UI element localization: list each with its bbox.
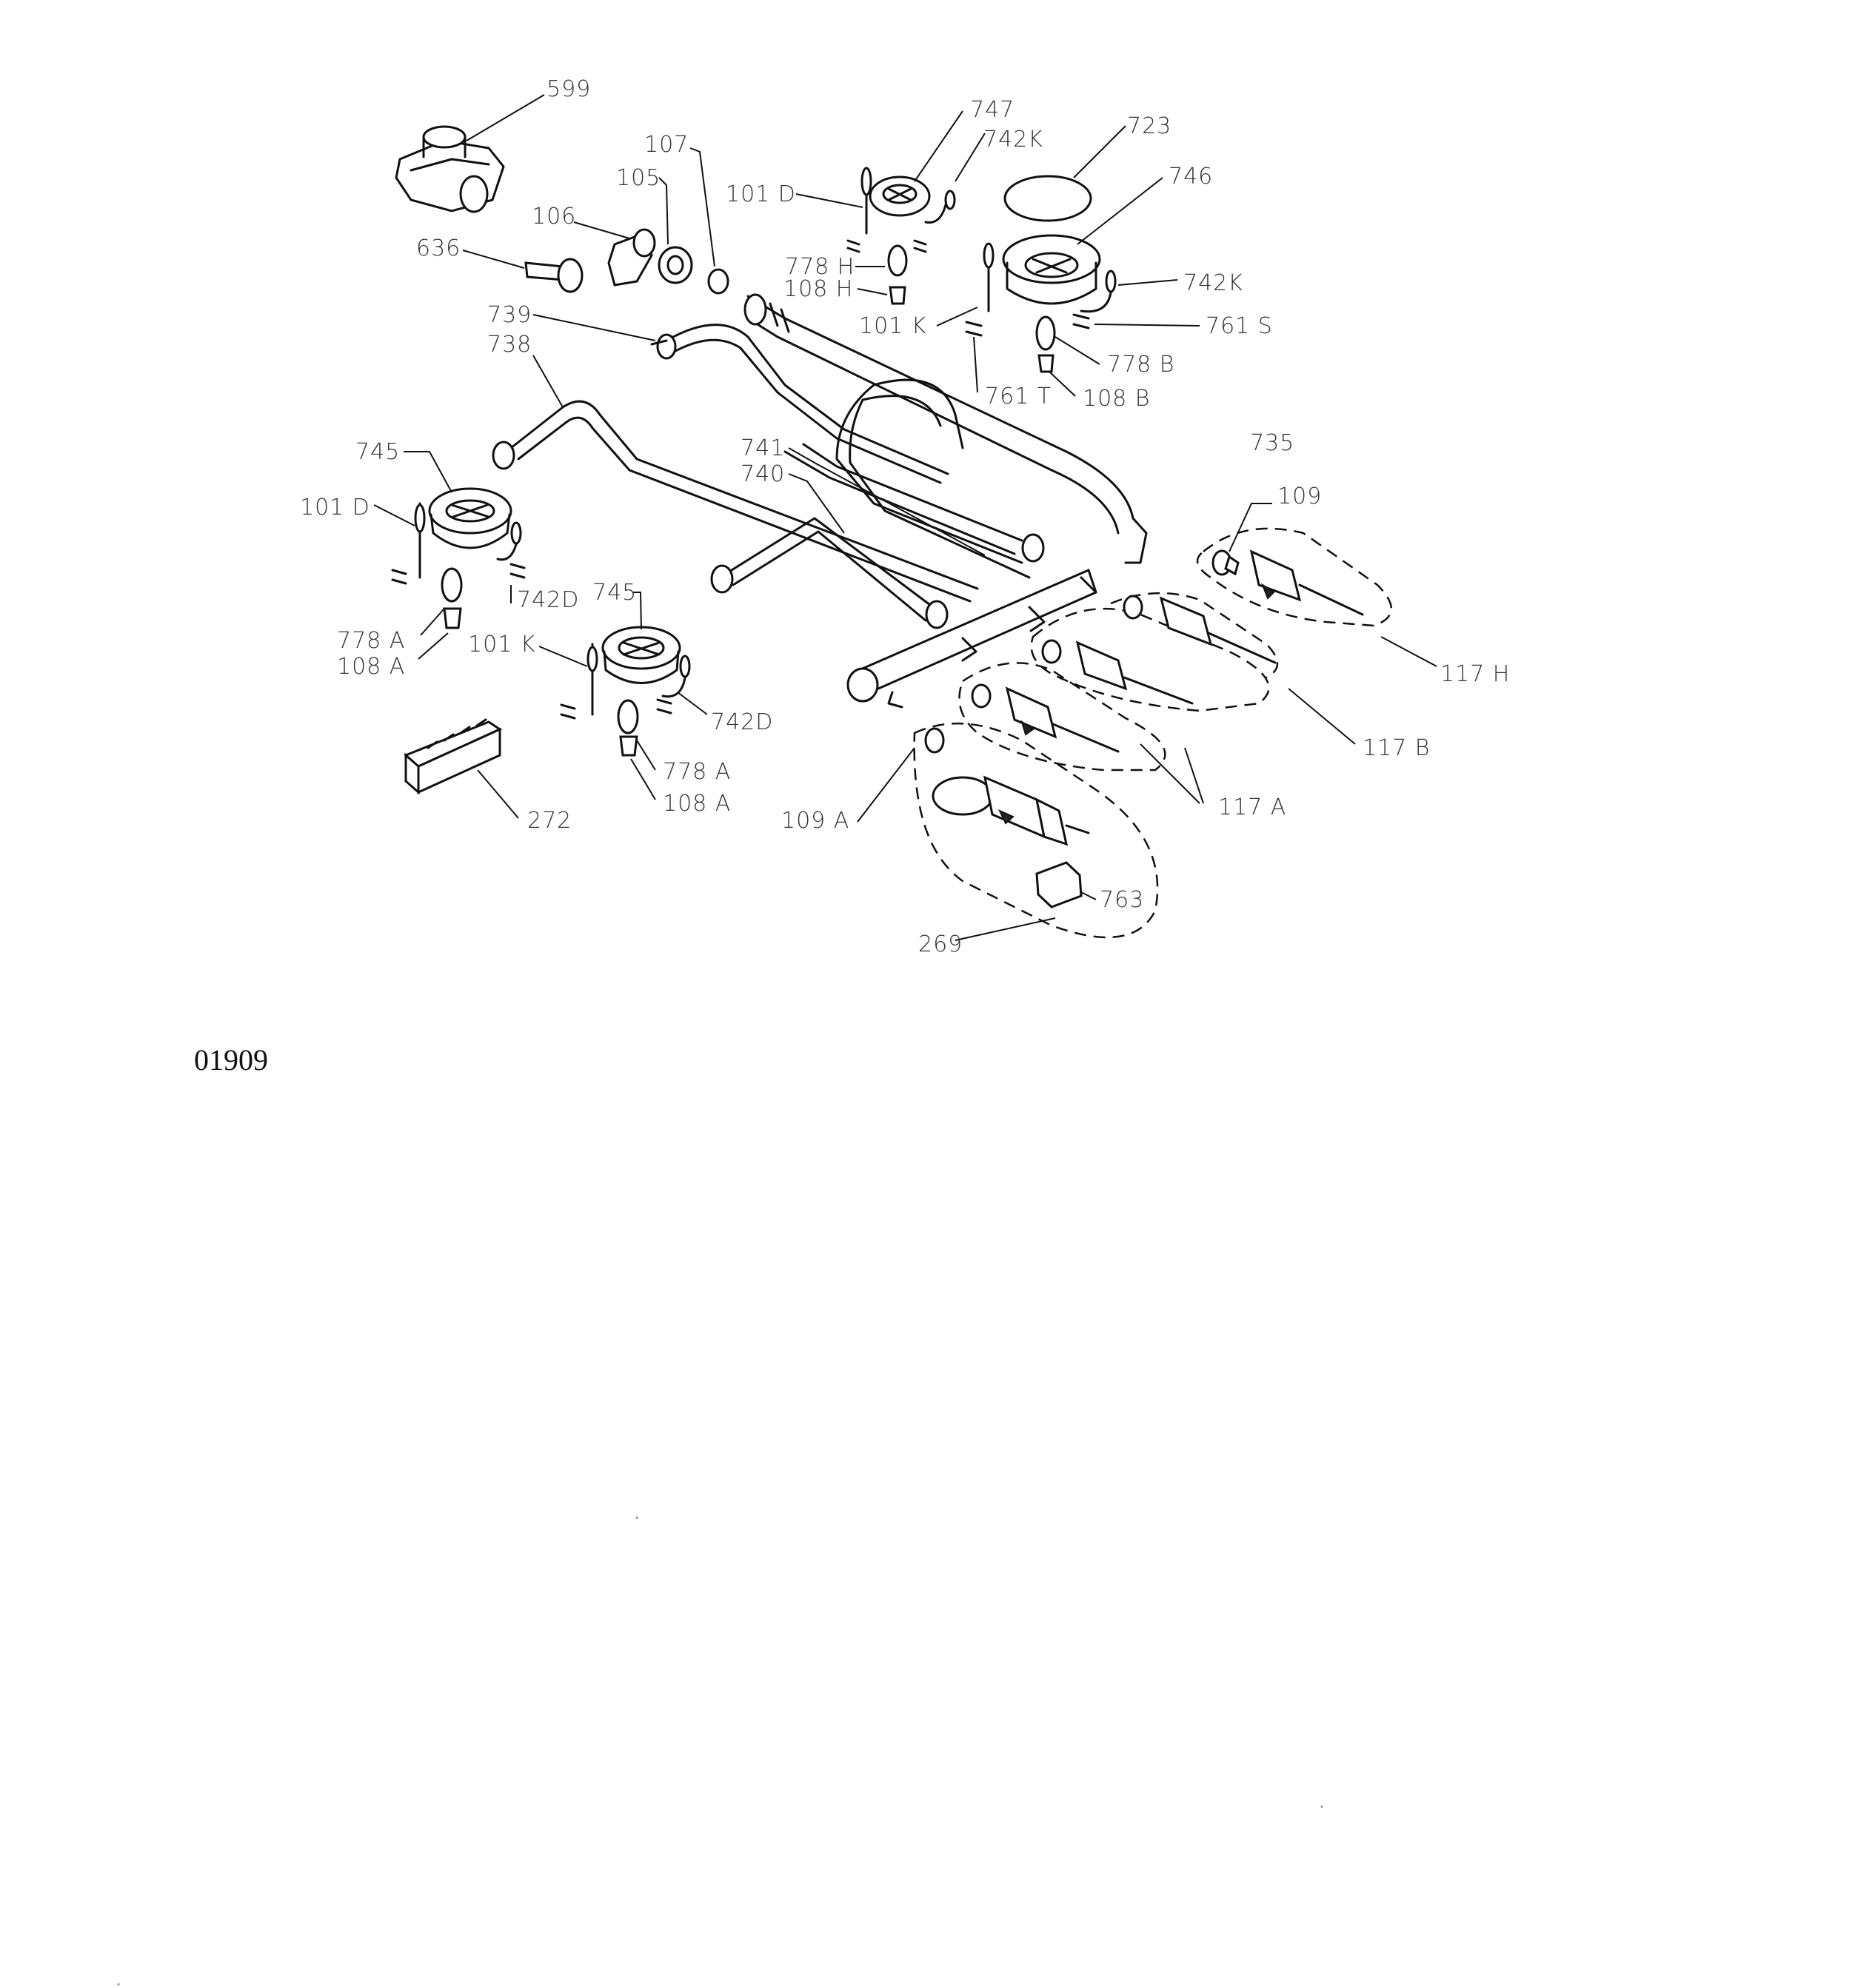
label-269: 269 xyxy=(918,931,963,957)
label-117b: 117 B xyxy=(1363,735,1430,761)
label-761s: 761 S xyxy=(1206,313,1273,339)
label-108a-center: 108 A xyxy=(663,791,731,817)
electrode-742k-right xyxy=(1080,270,1178,313)
label-742d-left: 742D xyxy=(517,587,579,613)
injector-108a-left xyxy=(418,607,462,660)
label-745-center: 745 xyxy=(592,580,637,606)
burner-cup-778h xyxy=(855,244,908,277)
label-101d-top: 101 D xyxy=(726,181,796,207)
label-101k-left: 101 K xyxy=(468,632,535,657)
tube-741-740 xyxy=(710,443,1045,629)
label-272: 272 xyxy=(527,808,572,834)
thermocouple-101k-top xyxy=(936,242,995,327)
label-107: 107 xyxy=(644,132,689,158)
thermocouple-101k-left xyxy=(538,643,598,720)
scan-speck xyxy=(635,1516,638,1519)
burner-base-746 xyxy=(1002,177,1163,305)
electrode-742k-top xyxy=(924,133,986,224)
label-599: 599 xyxy=(547,76,591,102)
label-117a: 117 A xyxy=(1218,794,1286,820)
label-742d-center: 742D xyxy=(711,709,773,735)
scan-speck xyxy=(1320,1805,1323,1808)
label-778a-center: 778 A xyxy=(663,759,731,785)
burner-cup-778a-left xyxy=(420,567,463,636)
label-101d-left: 101 D xyxy=(300,495,370,521)
label-761t: 761 T xyxy=(985,384,1052,409)
electrode-742d-center xyxy=(656,655,708,715)
label-108a-left: 108 A xyxy=(337,654,405,680)
label-739: 739 xyxy=(487,302,532,328)
thermocouple-101d-top xyxy=(795,167,927,253)
burner-cap-747 xyxy=(869,110,963,217)
gasket-107 xyxy=(689,147,729,295)
scan-speck xyxy=(117,1983,120,1986)
injector-108h xyxy=(857,286,906,305)
label-636: 636 xyxy=(416,235,461,261)
valve-117h xyxy=(1196,503,1437,667)
label-117h: 117 H xyxy=(1440,661,1510,687)
label-745-left: 745 xyxy=(355,439,400,465)
part-labels: 599 747 742K 723 107 105 101 D 746 106 6… xyxy=(300,76,1510,957)
label-735: 735 xyxy=(1250,430,1294,456)
nut-105 xyxy=(658,177,693,284)
burner-base-745-left xyxy=(404,451,512,549)
label-741: 741 xyxy=(741,435,785,461)
burner-base-745-center xyxy=(601,592,681,684)
burner-cup-778a-center xyxy=(617,699,656,771)
label-742k-right: 742K xyxy=(1183,270,1243,296)
label-108b: 108 B xyxy=(1083,386,1150,412)
injector-108a-center xyxy=(619,735,656,800)
gas-regulator-599 xyxy=(395,94,545,213)
clip-761t xyxy=(965,321,983,393)
label-742k-top: 742K xyxy=(983,127,1043,153)
valve-117a xyxy=(958,662,1204,804)
label-106: 106 xyxy=(532,204,576,230)
label-109: 109 xyxy=(1277,483,1322,509)
injector-108b xyxy=(1037,354,1076,397)
label-747: 747 xyxy=(970,97,1015,123)
fitting-636 xyxy=(462,250,584,293)
electrode-742d-left xyxy=(496,521,526,603)
document-number: 01909 xyxy=(194,1043,268,1077)
clip-761s xyxy=(1072,313,1200,329)
label-740: 740 xyxy=(741,461,785,487)
label-108h: 108 H xyxy=(783,276,853,302)
label-763: 763 xyxy=(1100,887,1144,913)
label-778b: 778 B xyxy=(1107,352,1174,378)
label-723: 723 xyxy=(1127,113,1172,139)
label-778a-left: 778 A xyxy=(337,628,405,654)
thermocouple-101d-left xyxy=(373,502,426,585)
label-109a: 109 A xyxy=(781,808,849,834)
spark-module-272 xyxy=(404,718,519,819)
elbow-106 xyxy=(573,221,656,287)
label-105: 105 xyxy=(616,165,661,191)
gasket-723 xyxy=(1003,125,1126,222)
label-101k-top: 101 K xyxy=(859,313,926,339)
label-778h: 778 H xyxy=(785,254,855,280)
burner-cup-778b xyxy=(1035,315,1100,365)
valve-269 xyxy=(857,722,1159,941)
valve-117b xyxy=(1030,592,1356,745)
label-738: 738 xyxy=(487,332,532,358)
label-746: 746 xyxy=(1169,164,1213,190)
tube-739-738 xyxy=(492,314,979,603)
gas-tubing-735 xyxy=(743,293,1148,709)
